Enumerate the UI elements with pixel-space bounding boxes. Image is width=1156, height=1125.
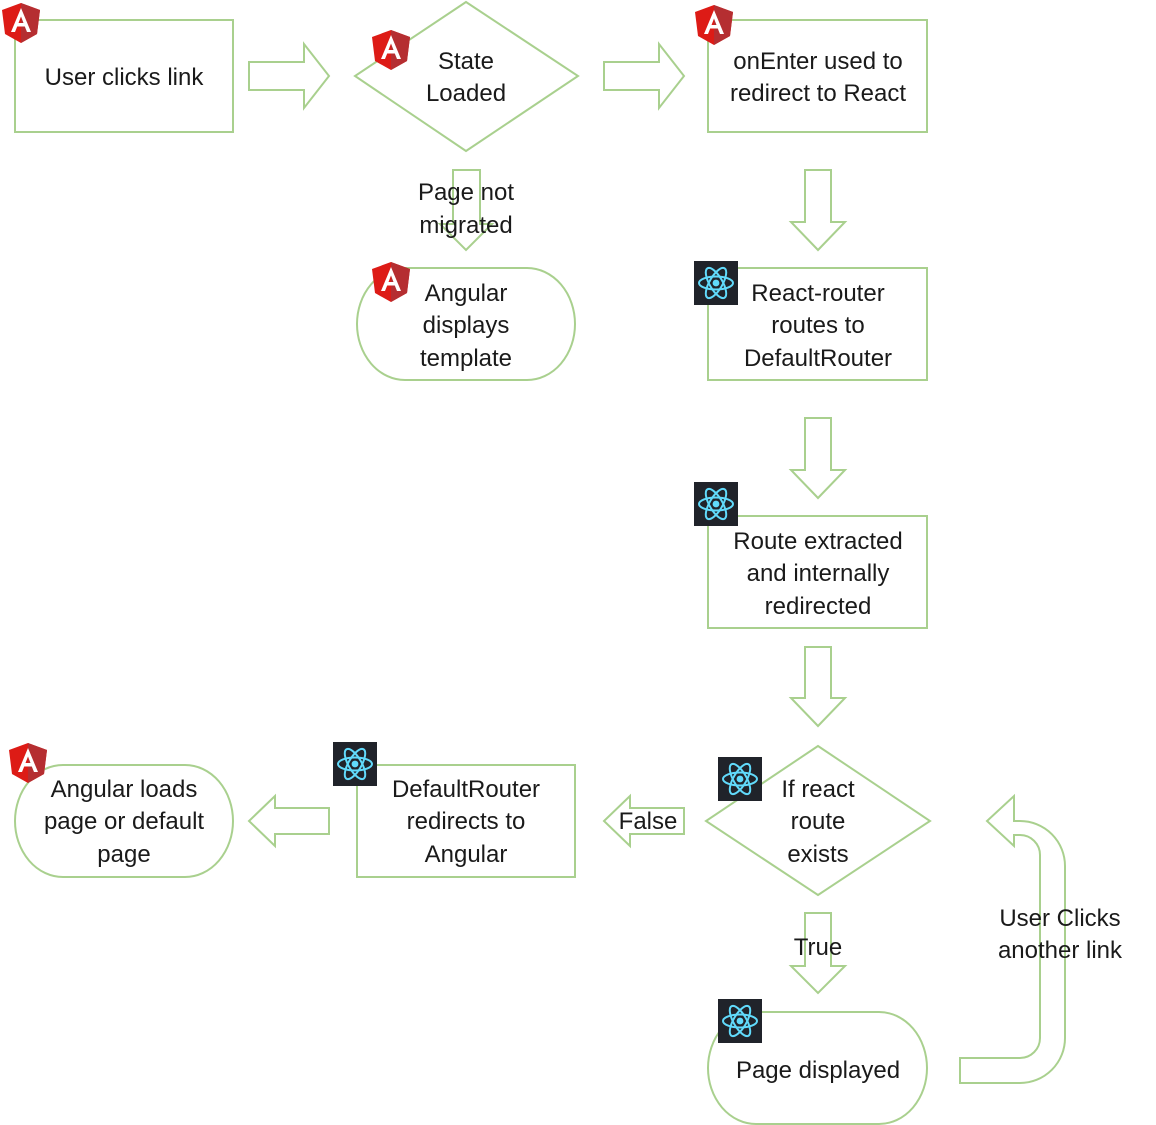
node-label-line3: template [420,345,512,372]
node-label-line1: Angular loads [51,776,198,803]
node-label-line2: displays [423,312,510,339]
edge-label-user-clicks-another-line1: User Clicks [999,905,1120,932]
node-label-line3: redirected [765,593,872,620]
node-label-line1: State [438,48,494,75]
node-label-line1: onEnter used to [733,48,902,75]
node-label-line2: redirects to [407,808,526,835]
edge-label-user-clicks-another-line2: another link [998,937,1123,964]
node-page-displayed: Page displayed [707,998,928,1125]
node-defaultrouter-redirects: DefaultRouter redirects to Angular [332,741,576,878]
node-label: Page displayed [736,1057,900,1084]
react-icon [693,481,739,527]
node-label-line2: routes to [771,312,864,339]
node-label-line2: route [791,808,846,835]
react-icon [717,998,763,1044]
arrow-left-2 [247,793,330,849]
react-icon [717,756,763,802]
node-react-router-routes: React-router routes to DefaultRouter [693,260,928,381]
arrow-down-2 [788,417,848,500]
node-label: User clicks link [45,64,205,91]
node-label-line3: exists [787,841,848,868]
node-label-line3: DefaultRouter [744,345,892,372]
node-state-loaded: State Loaded [353,0,580,153]
edge-label-true: True [794,934,842,961]
node-label-line3: page [97,841,150,868]
node-angular-displays-template: Angular displays template [356,262,576,381]
node-angular-loads-page: Angular loads page or default page [9,743,234,878]
node-label-line2: Loaded [426,80,506,107]
node-label-line3: Angular [425,841,508,868]
arrow-right-2 [603,41,686,111]
node-label-line1: If react [781,776,855,803]
arrow-right-1 [248,41,331,111]
arrow-left-false [602,793,685,849]
node-user-clicks-link: User clicks link [2,3,234,133]
arrow-down-1 [788,169,848,252]
edge-label-page-not-migrated-line2: migrated [419,212,512,239]
node-route-extracted: Route extracted and internally redirecte… [693,481,928,629]
edge-label-false: False [619,808,678,835]
react-icon [693,260,739,306]
node-onenter-redirect: onEnter used to redirect to React [695,5,928,133]
node-label-line1: DefaultRouter [392,776,540,803]
node-label-line2: page or default [44,808,204,835]
arrow-down-page-not-migrated [437,169,495,252]
react-icon [332,741,378,787]
node-label-line2: redirect to React [730,80,906,107]
arrow-down-true [788,912,848,995]
node-label-line2: and internally [747,560,890,587]
node-label-line1: Route extracted [733,528,902,555]
node-label-line1: Angular [425,280,508,307]
node-if-react-route-exists: If react route exists [704,744,932,897]
arrow-loop-user-clicks-another [959,793,1066,1084]
edge-label-page-not-migrated-line1: Page not [418,179,514,206]
arrow-down-3 [788,646,848,728]
node-label-line1: React-router [751,280,884,307]
